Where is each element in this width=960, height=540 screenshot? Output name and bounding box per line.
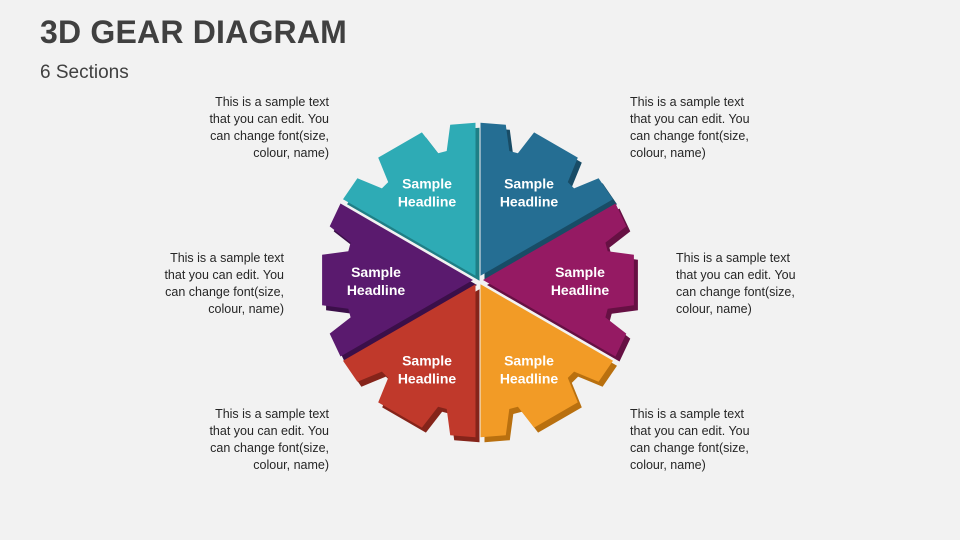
gear-segment-1 — [343, 122, 476, 276]
gear-segment-6 — [322, 203, 473, 357]
gear-segment-2 — [480, 122, 613, 276]
gear-segment-5 — [343, 284, 476, 438]
gear-segment-4 — [480, 284, 613, 438]
gear-segment-3 — [483, 203, 634, 357]
description-mid-right: This is a sample text that you can edit.… — [676, 251, 796, 316]
gear-faces — [322, 122, 634, 438]
description-top-left: This is a sample text that you can edit.… — [209, 95, 329, 160]
page-title: 3D GEAR DIAGRAM — [40, 14, 348, 50]
description-mid-left: This is a sample text that you can edit.… — [164, 251, 284, 316]
description-bottom-left: This is a sample text that you can edit.… — [209, 407, 329, 472]
page-subtitle: 6 Sections — [40, 62, 129, 83]
description-top-right: This is a sample text that you can edit.… — [630, 95, 750, 160]
description-bottom-right: This is a sample text that you can edit.… — [630, 407, 750, 472]
